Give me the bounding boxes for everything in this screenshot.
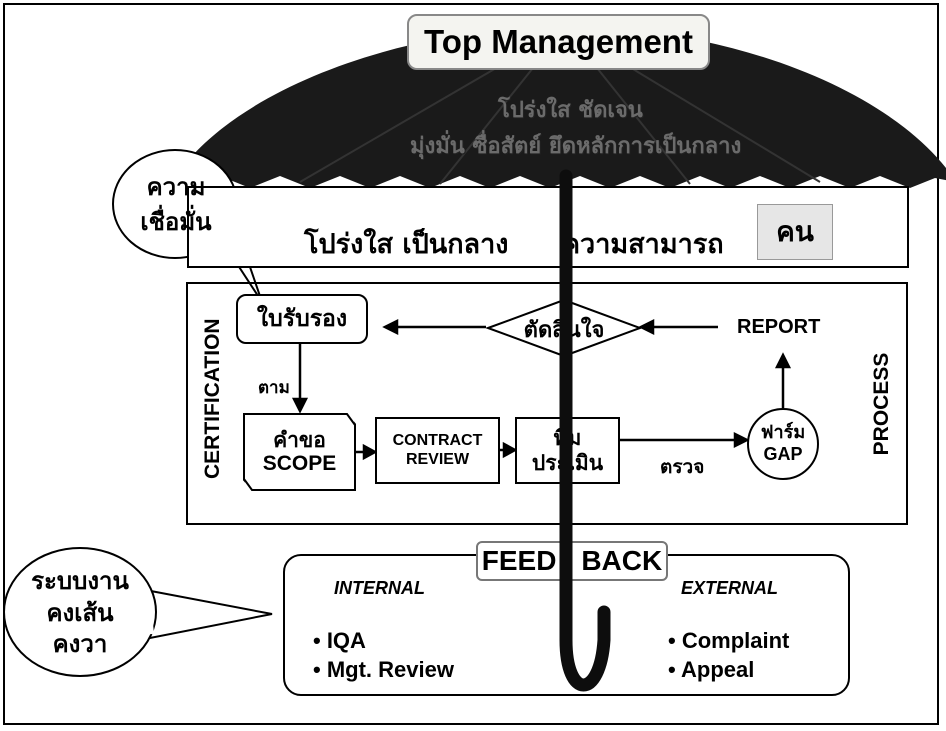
request-line1: คำขอ (273, 427, 326, 452)
follow-label: ตาม (258, 378, 290, 398)
system-bubble-line2: คงเส้น (46, 598, 114, 627)
inspect-label: ตรวจ (660, 456, 705, 478)
confidence-bubble: ความ เชื่อมั่น (118, 170, 234, 240)
system-bubble-shape (3, 547, 273, 677)
process-arrows (291, 318, 792, 461)
system-bubble: ระบบงาน คงเส้น คงวา (14, 566, 146, 661)
gap-line2: GAP (763, 444, 803, 464)
certificate-node: ใบรับรอง (236, 294, 368, 344)
contract-line2: REVIEW (405, 450, 470, 468)
principle-people: คน (757, 204, 833, 260)
principle-competence: ความสามารถ (562, 229, 724, 260)
external-item: • Complaint (668, 628, 790, 653)
report-label: REPORT (737, 316, 821, 338)
umbrella-canopy (172, 26, 946, 188)
process-frame (186, 282, 908, 525)
internal-title: INTERNAL (334, 578, 425, 598)
diagram-frame (3, 3, 939, 725)
system-bubble-line1: ระบบงาน (31, 567, 129, 595)
internal-item: • Mgt. Review (313, 657, 454, 682)
system-bubble-line3: คงวา (52, 630, 108, 659)
principle-transparency: โปร่งใส เป็นกลาง (304, 229, 509, 260)
umbrella-ribs (299, 27, 821, 185)
umbrella-text-line1: โปร่งใส ชัดเจน (498, 98, 643, 123)
confidence-bubble-line2: เชื่อมั่น (140, 207, 212, 236)
external-item: • Appeal (668, 657, 755, 682)
external-title: EXTERNAL (681, 578, 779, 598)
contract-review-node: CONTRACT REVIEW (375, 417, 500, 484)
contract-line1: CONTRACT (392, 432, 483, 450)
top-management-label: Top Management (407, 14, 710, 70)
request-node-outline (243, 413, 356, 491)
umbrella-text-line2: มุ่งมั่น ซื่อสัตย์ ยึดหลักการเป็นกลาง (410, 134, 742, 159)
gap-line1: ฟาร์ม (760, 422, 806, 444)
internal-item: • IQA (313, 628, 366, 653)
request-line2: SCOPE (262, 452, 337, 475)
confidence-bubble-line1: ความ (146, 173, 206, 201)
gap-farm-node: ฟาร์ม GAP (747, 408, 819, 480)
